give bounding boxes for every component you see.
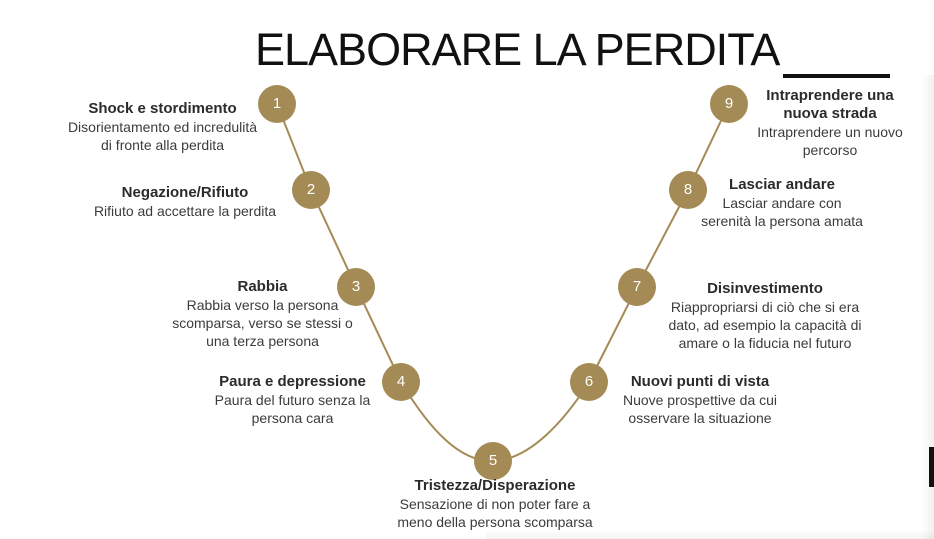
stage-heading: Negazione/Rifiuto bbox=[121, 184, 249, 201]
stage-heading: Paura e depressione bbox=[219, 373, 366, 390]
stage-description: Nuove prospettive da cui osservare la si… bbox=[622, 392, 778, 426]
stage-node-9: 9 bbox=[710, 85, 748, 123]
stage-label-1: Shock e stordimento Disorientamento ed i… bbox=[40, 100, 285, 154]
stage-description: Rifiuto ad accettare la perdita bbox=[93, 203, 277, 219]
stage-label-5: Tristezza/Disperazione Sensazione di non… bbox=[370, 477, 620, 531]
stage-description: Intraprendere un nuovo percorso bbox=[757, 124, 903, 158]
stage-label-7: Disinvestimento Riappropriarsi di ciò ch… bbox=[645, 280, 885, 352]
stage-heading: Tristezza/Disperazione bbox=[414, 477, 576, 494]
stage-node-2: 2 bbox=[292, 171, 330, 209]
stage-node-4: 4 bbox=[382, 363, 420, 401]
stage-heading: Shock e stordimento bbox=[88, 100, 237, 117]
stage-description: Paura del futuro senza la persona cara bbox=[214, 392, 371, 426]
stage-node-5: 5 bbox=[474, 442, 512, 480]
stage-label-6: Nuovi punti di vista Nuove prospettive d… bbox=[600, 373, 800, 427]
stage-label-3: Rabbia Rabbia verso la persona scomparsa… bbox=[150, 278, 375, 350]
page-title: ELABORARE LA PERDITA bbox=[255, 24, 780, 75]
stage-heading: Intraprendere una nuova strada bbox=[766, 87, 894, 122]
stage-description: Sensazione di non poter fare a meno dell… bbox=[397, 496, 593, 530]
stage-node-8: 8 bbox=[669, 171, 707, 209]
slide-shadow-bottom bbox=[486, 530, 934, 539]
stage-node-7: 7 bbox=[618, 268, 656, 306]
stage-label-8: Lasciar andare Lasciar andare con sereni… bbox=[682, 176, 882, 230]
stage-description: Rabbia verso la persona scomparsa, verso… bbox=[172, 297, 353, 349]
stage-heading: Nuovi punti di vista bbox=[630, 373, 770, 390]
stage-description: Riappropriarsi di ciò che si era dato, a… bbox=[668, 299, 862, 351]
stage-node-1: 1 bbox=[258, 85, 296, 123]
stage-label-2: Negazione/Rifiuto Rifiuto ad accettare l… bbox=[80, 184, 290, 220]
stage-heading: Lasciar andare bbox=[729, 176, 835, 193]
stage-label-4: Paura e depressione Paura del futuro sen… bbox=[190, 373, 395, 427]
stage-description: Lasciar andare con serenità la persona a… bbox=[701, 195, 863, 229]
stage-label-9: Intraprendere una nuova strada Intrapren… bbox=[740, 87, 920, 159]
stage-description: Disorientamento ed incredulità di fronte… bbox=[67, 119, 258, 153]
edge-marker bbox=[929, 447, 934, 487]
stage-heading: Disinvestimento bbox=[707, 280, 823, 297]
stage-node-6: 6 bbox=[570, 363, 608, 401]
slide-shadow-right bbox=[922, 75, 934, 539]
title-underline bbox=[783, 74, 890, 78]
stage-node-3: 3 bbox=[337, 268, 375, 306]
stage-heading: Rabbia bbox=[237, 278, 288, 295]
